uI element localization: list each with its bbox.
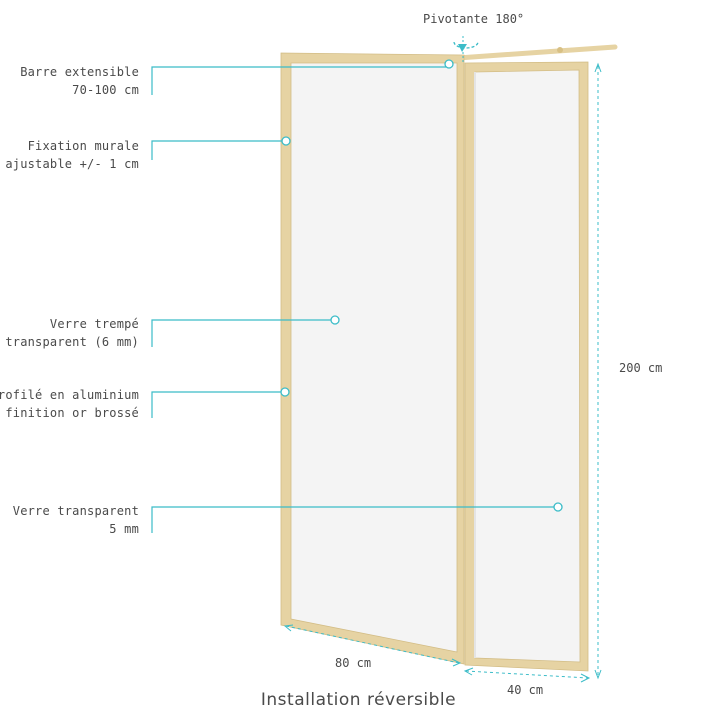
- width-main-arrow-left: [283, 624, 294, 632]
- height-arrow-bottom: [594, 669, 602, 680]
- label-barre-line2: 70-100 cm: [72, 83, 139, 97]
- label-profile-aluminium: Profilé en aluminium finition or brossé: [0, 386, 139, 422]
- width-main-dimension-label: 80 cm: [335, 656, 372, 670]
- callout-line-profile: [151, 391, 284, 418]
- callout-line-fixation: [151, 140, 285, 160]
- main-panel-glass: [291, 63, 457, 652]
- label-profile-line1: Profilé en aluminium: [0, 388, 139, 402]
- callout-dot-verre-trempe: [330, 315, 340, 325]
- label-fixation-murale: Fixation murale ajustable +/- 1 cm: [5, 137, 139, 173]
- label-fixation-line2: ajustable +/- 1 cm: [5, 157, 139, 171]
- label-fixation-line1: Fixation murale: [27, 139, 139, 153]
- width-flap-dimension-label: 40 cm: [507, 683, 544, 697]
- callout-dot-barre: [444, 59, 454, 69]
- flap-panel-glass: [475, 70, 580, 662]
- callout-dot-profile: [280, 387, 290, 397]
- label-verre-transparent: Verre transparent 5 mm: [13, 502, 139, 538]
- width-flap-dimension-line: [465, 670, 589, 679]
- label-profile-line2: finition or brossé: [5, 406, 139, 420]
- label-verre-trempe-line1: Verre trempé: [49, 317, 139, 331]
- bar-joint: [557, 47, 563, 53]
- callout-line-verre-transparent: [151, 506, 557, 533]
- height-dimension-label: 200 cm: [619, 361, 663, 375]
- label-verre-transparent-line1: Verre transparent: [12, 504, 139, 518]
- callout-line-verre-trempe: [151, 319, 335, 347]
- footer-caption: Installation réversible: [260, 690, 457, 710]
- callout-dot-verre-transparent: [553, 502, 563, 512]
- label-barre-extensible: Barre extensible 70-100 cm: [20, 63, 139, 99]
- height-arrow-top: [594, 62, 602, 73]
- label-verre-trempe: Verre trempé transparent (6 mm): [5, 315, 139, 351]
- pivot-label: Pivotante 180°: [423, 12, 525, 26]
- label-verre-transparent-line2: 5 mm: [109, 522, 139, 536]
- width-main-arrow-right: [451, 658, 462, 667]
- width-flap-arrow-right: [580, 673, 591, 683]
- callout-dot-fixation: [281, 136, 291, 146]
- label-verre-trempe-line2: transparent (6 mm): [5, 335, 139, 349]
- callout-line-barre: [151, 66, 449, 95]
- label-barre-line1: Barre extensible: [20, 65, 139, 79]
- width-flap-arrow-left: [463, 667, 474, 676]
- main-panel-frame: [280, 52, 465, 665]
- extensible-bar: [455, 44, 618, 61]
- pivot-arrow-icon: [453, 41, 479, 49]
